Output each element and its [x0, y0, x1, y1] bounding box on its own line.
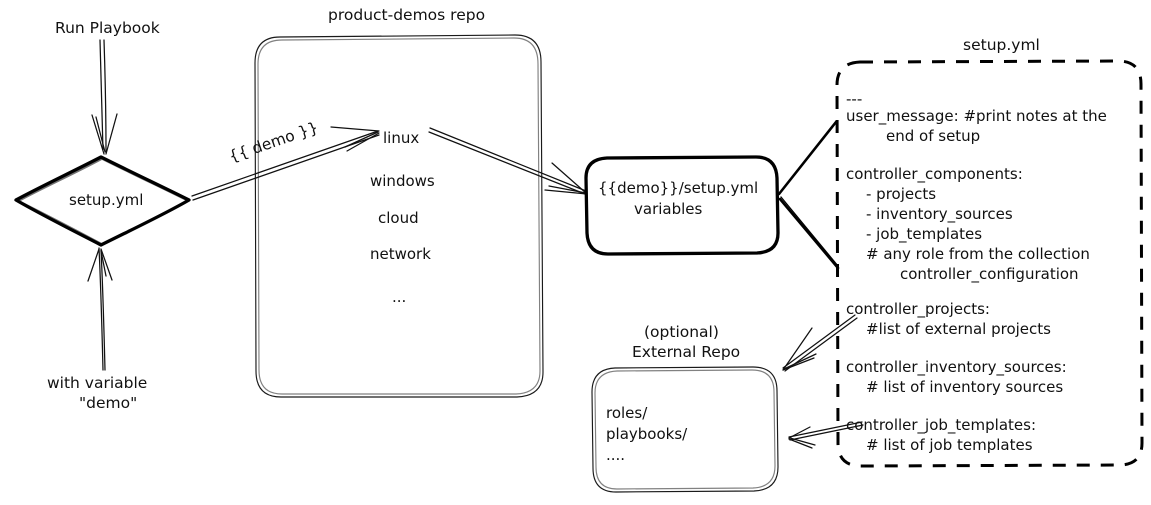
setup-yml-diamond	[14, 155, 191, 247]
arrow-job-templates-to-external-repo	[788, 421, 864, 449]
variables-box-line1: {{demo}}/setup.yml	[598, 179, 758, 197]
setup-panel-title: setup.yml	[963, 36, 1040, 54]
setup-panel-line-12: #list of external projects	[866, 320, 1051, 338]
arrow-run-playbook	[91, 39, 118, 155]
arrow-projects-to-external-repo	[782, 314, 858, 372]
setup-panel-line-1: user_message: #print notes at the	[846, 107, 1107, 126]
external-repo-title-line2: External Repo	[632, 343, 740, 361]
setup-panel-line-5: - projects	[866, 185, 936, 203]
repo-folder-cloud: cloud	[378, 209, 419, 227]
product-demos-repo-box	[254, 34, 544, 398]
external-repo-box	[591, 366, 779, 493]
setup-panel-line-2: end of setup	[886, 127, 980, 145]
connector-setup-panel-to-variables	[777, 120, 840, 270]
setup-panel-line-15: # list of inventory sources	[866, 378, 1063, 396]
setup-panel-line-11: controller_projects:	[846, 300, 990, 319]
run-playbook-label: Run Playbook	[55, 19, 160, 37]
repo-folder-windows: windows	[370, 172, 435, 190]
variables-box	[584, 155, 780, 256]
external-repo-item-roles: roles/	[606, 404, 648, 422]
with-variable-label-line1: with variable	[47, 374, 147, 392]
with-variable-label-line2: "demo"	[79, 394, 137, 412]
arrow-linux-to-variables	[428, 127, 588, 195]
setup-panel-line-6: - inventory_sources	[866, 205, 1013, 224]
setup-panel-line-9: controller_configuration	[900, 265, 1079, 284]
setup-panel-line-14: controller_inventory_sources:	[846, 358, 1067, 377]
setup-yml-node-label: setup.yml	[69, 191, 143, 209]
arrow-with-variable	[87, 247, 113, 371]
setup-panel-line-0: ---	[846, 90, 862, 108]
external-repo-item-playbooks: playbooks/	[606, 425, 688, 443]
external-repo-title-line1: (optional)	[644, 323, 719, 341]
repo-folder-ellipsis: ...	[392, 288, 406, 306]
setup-panel-line-17: controller_job_templates:	[846, 416, 1036, 435]
arrow-demo-to-linux	[191, 126, 380, 201]
external-repo-item-ellipsis: ....	[606, 446, 625, 464]
demo-variable-edge-label: {{ demo }}	[226, 118, 320, 165]
repo-folder-network: network	[370, 245, 431, 263]
setup-panel-code: --- user_message: #print notes at the en…	[846, 90, 1107, 454]
product-demos-repo-title: product-demos repo	[328, 6, 485, 24]
repo-folder-linux: linux	[383, 129, 419, 147]
setup-panel-line-7: - job_templates	[866, 225, 982, 244]
setup-panel-line-4: controller_components:	[846, 165, 1023, 184]
setup-yml-panel-box	[835, 59, 1144, 468]
variables-box-line2: variables	[634, 200, 703, 218]
setup-panel-line-8: # any role from the collection	[866, 245, 1090, 263]
setup-panel-line-18: # list of job templates	[866, 436, 1033, 454]
